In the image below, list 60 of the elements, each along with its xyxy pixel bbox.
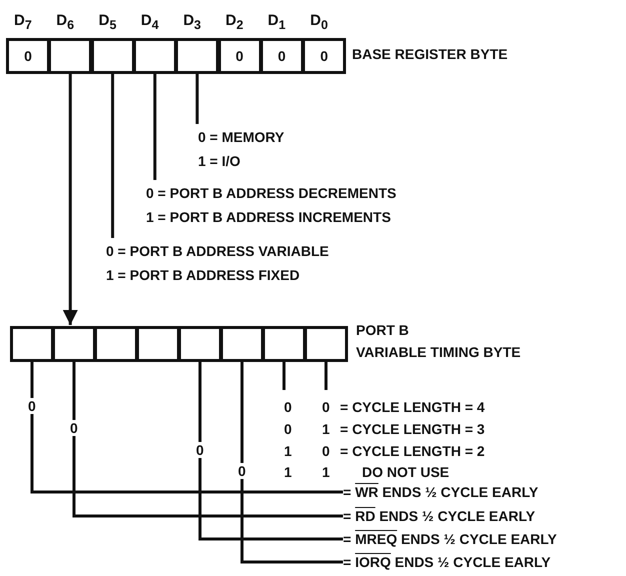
leader-line xyxy=(30,362,343,494)
bit-cell xyxy=(136,326,180,362)
bit-cell xyxy=(132,38,177,74)
table-text: DO NOT USE xyxy=(362,463,450,481)
edge-label: 0 xyxy=(68,420,80,436)
register-name: PORT B xyxy=(356,321,409,339)
bit-cell: 0 xyxy=(302,38,346,74)
leader-line xyxy=(240,362,343,564)
edge-label: 0 xyxy=(26,398,38,414)
bit-cell: 0 xyxy=(260,38,304,74)
bit-name: D$_{5}$ xyxy=(98,12,116,34)
arrow xyxy=(62,74,78,325)
signal-description: = RD ENDS ½ CYCLE EARLY xyxy=(343,506,536,526)
bit-cell xyxy=(220,326,264,362)
bit-description: 0 = PORT B ADDRESS DECREMENTS 1 = PORT B ADDRESS INCREMENTS xyxy=(146,181,396,229)
leader-line xyxy=(196,74,199,124)
bit-name: D$_{4}$ xyxy=(140,12,159,34)
bit-cell xyxy=(10,326,54,362)
bit-name: D$_{0}$ xyxy=(310,12,328,34)
table-value: 1 xyxy=(322,420,330,438)
signal-description: = MREQ ENDS ½ CYCLE EARLY xyxy=(343,529,557,549)
bit-cell xyxy=(90,38,135,74)
signal-description: = IORQ ENDS ½ CYCLE EARLY xyxy=(343,552,551,572)
register-name: VARIABLE TIMING BYTE xyxy=(356,343,521,361)
edge-label: 0 xyxy=(194,442,206,458)
bit-cell xyxy=(304,326,348,362)
table-value: 1 xyxy=(322,463,330,481)
bit-description: 0 = PORT B ADDRESS VARIABLE 1 = PORT B ADDRESS FIXED xyxy=(106,239,329,287)
table-text: = CYCLE LENGTH = 4 xyxy=(340,398,485,416)
bit-cell: 0 xyxy=(218,38,262,74)
bit-name: D$_{6}$ xyxy=(56,12,74,34)
table-value: 0 xyxy=(284,398,292,416)
bit-cell xyxy=(262,326,306,362)
edge-label: 0 xyxy=(236,463,248,479)
table-value: 1 xyxy=(284,442,292,460)
leader-line xyxy=(153,74,156,180)
bit-name: D$_{1}$ xyxy=(268,12,286,34)
bit-name: D$_{7}$ xyxy=(14,12,32,34)
leader-line xyxy=(324,362,328,390)
leader-line xyxy=(282,362,286,390)
leader-line xyxy=(111,74,114,238)
bit-cell: 0 xyxy=(6,38,50,74)
bit-cell xyxy=(94,326,138,362)
table-value: 0 xyxy=(322,398,330,416)
bit-name: D$_{2}$ xyxy=(226,12,244,34)
register-name: BASE REGISTER BYTE xyxy=(352,45,508,63)
table-text: = CYCLE LENGTH = 2 xyxy=(340,442,485,460)
bit-name: D$_{3}$ xyxy=(183,12,201,34)
leader-line xyxy=(198,362,343,540)
leader-line xyxy=(72,362,343,518)
bit-cell xyxy=(178,326,222,362)
bit-cell xyxy=(52,326,96,362)
bit-cell xyxy=(48,38,92,74)
bit-cell xyxy=(175,38,220,74)
table-value: 0 xyxy=(284,420,292,438)
bit-description: 0 = MEMORY 1 = I/O xyxy=(198,125,284,173)
table-value: 1 xyxy=(284,463,292,481)
signal-description: = WR ENDS ½ CYCLE EARLY xyxy=(343,482,538,502)
table-text: = CYCLE LENGTH = 3 xyxy=(340,420,485,438)
table-value: 0 xyxy=(322,442,330,460)
